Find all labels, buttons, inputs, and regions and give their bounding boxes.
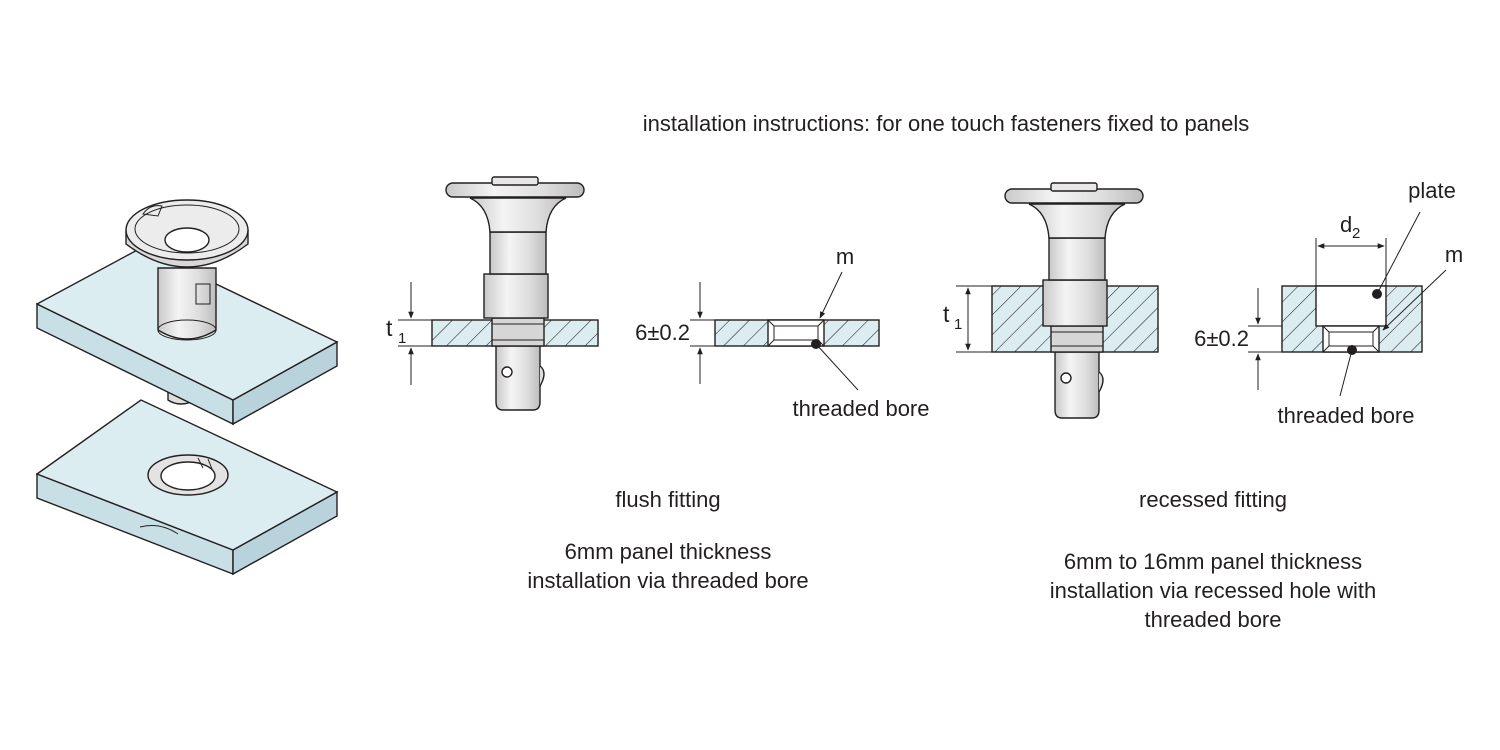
isometric-illustration (35, 199, 339, 576)
flush-depth-dimension: 6±0.2 (635, 282, 715, 384)
diagram-title: installation instructions: for one touch… (643, 111, 1250, 136)
recessed-t1-subscript: 1 (954, 316, 962, 333)
recessed-d2-label: d (1340, 212, 1352, 237)
recessed-fastener-section: t 1 (943, 182, 1159, 419)
recessed-bore-label: threaded bore (1278, 403, 1415, 428)
flush-t1-subscript: 1 (398, 330, 406, 347)
flush-depth-label: 6±0.2 (635, 320, 690, 345)
flush-desc-line1: 6mm panel thickness (565, 539, 772, 564)
flush-m-pointer (819, 271, 843, 319)
flush-caption: flush fitting (615, 487, 720, 512)
isometric-fastener (125, 199, 249, 341)
recessed-m-pointer (1382, 269, 1447, 331)
recessed-bore-leader (1339, 349, 1353, 397)
flush-desc-line2: installation via threaded bore (527, 568, 808, 593)
recessed-d2-subscript: 2 (1352, 225, 1360, 242)
recessed-depth-dimension: 6±0.2 (1194, 288, 1282, 390)
recessed-depth-label: 6±0.2 (1194, 326, 1249, 351)
recessed-desc-line1: 6mm to 16mm panel thickness (1064, 549, 1362, 574)
recessed-d2-dimension: d 2 (1315, 212, 1387, 286)
flush-bore-section: 6±0.2 m threaded bore (635, 244, 929, 421)
plate-label: plate (1408, 178, 1456, 203)
plate-leader (1376, 211, 1421, 295)
recessed-desc-line2: installation via recessed hole with (1050, 578, 1377, 603)
recessed-threaded-bore (1322, 325, 1380, 353)
flush-t1-label: t (386, 315, 393, 341)
recessed-desc-line3: threaded bore (1145, 607, 1282, 632)
flush-bore-leader (815, 343, 859, 391)
flush-m-label: m (836, 244, 854, 269)
recessed-m-label: m (1445, 242, 1463, 267)
recessed-t1-dimension: t 1 (943, 285, 992, 353)
recessed-caption: recessed fitting (1139, 487, 1287, 512)
recessed-t1-label: t (943, 301, 950, 327)
flush-bore-label: threaded bore (793, 396, 930, 421)
lower-plate (35, 399, 339, 576)
flush-t1-dimension: t 1 (386, 282, 432, 385)
flush-fastener-section: t 1 (386, 176, 599, 411)
recessed-bore-section: d 2 6±0.2 plate m threaded bore (1194, 178, 1463, 428)
